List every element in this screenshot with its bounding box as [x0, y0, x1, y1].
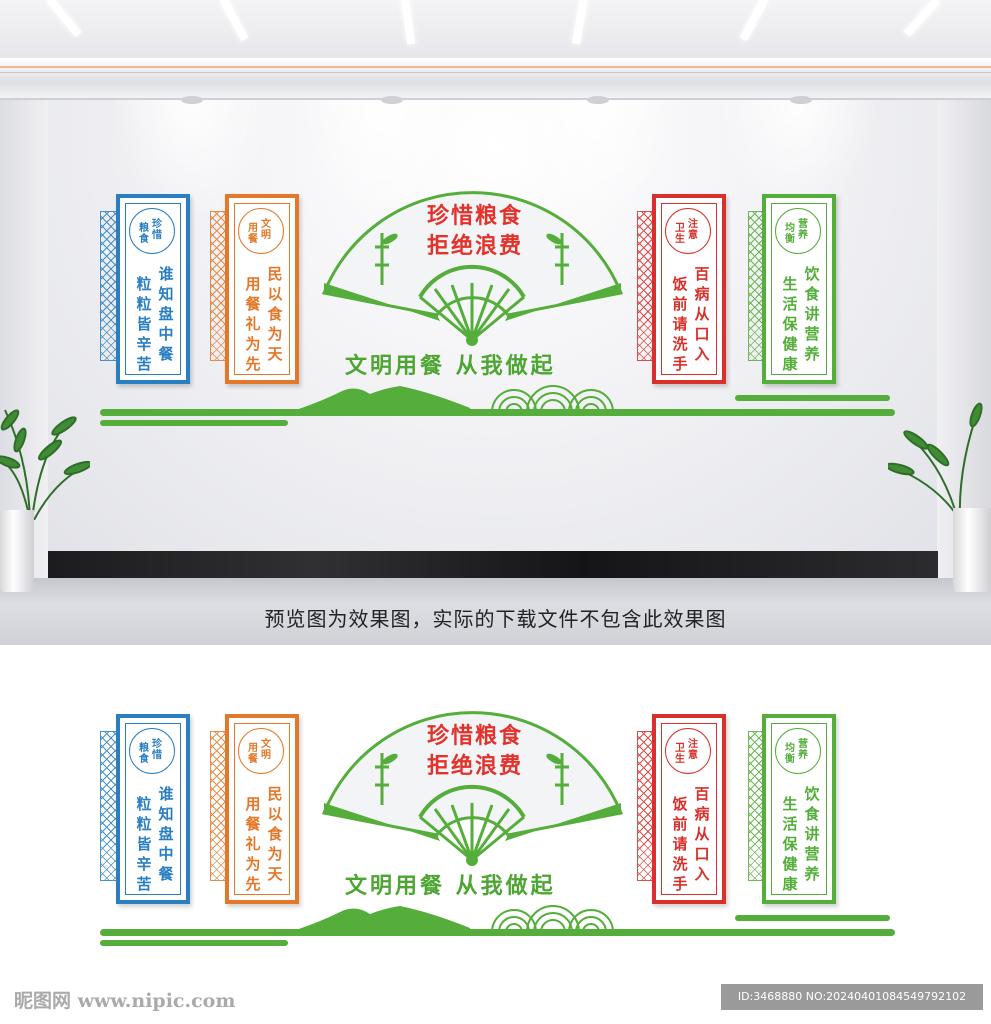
- floor: [0, 578, 991, 645]
- panel-nutrition: 营养均衡饮食讲营养生活保健康: [762, 714, 836, 904]
- panel-verse-right: 饮食讲营养: [804, 265, 820, 363]
- fan-title-line2: 拒绝浪费: [426, 754, 523, 779]
- seal-badge: 注意卫生: [665, 208, 711, 254]
- panel-hygiene: 注意卫生百病从口入饭前请洗手: [652, 194, 726, 384]
- ground-line-short: [100, 420, 288, 426]
- seal-text-a: 珍惜: [152, 739, 162, 761]
- panel-nutrition: 营养均衡饮食讲营养生活保健康: [762, 194, 836, 384]
- panel-verse-right: 百病从口入: [694, 785, 710, 883]
- slogan: 文明用餐 从我做起: [345, 354, 556, 379]
- ground-line: [100, 409, 895, 416]
- site-logo: 昵图网 www.nipic.com: [14, 990, 236, 1012]
- panel-inner-frame: [661, 203, 717, 375]
- hills-icon: [290, 386, 470, 412]
- waves-icon: [491, 905, 614, 933]
- fan-icon: [321, 191, 624, 346]
- panel-verse-left: 生活保健康: [782, 795, 798, 893]
- panel-verse-right: 谁知盘中餐: [158, 265, 174, 363]
- panel-cherish-food: 珍惜粮食谁知盘中餐粒粒皆辛苦: [116, 714, 190, 904]
- panel-verse-left: 用餐礼为先: [245, 275, 261, 373]
- spotlight-beam: [518, 100, 678, 220]
- seal-text-b: 粮食: [139, 223, 149, 245]
- panel-inner-frame: [234, 723, 290, 895]
- seal-text-b: 均衡: [785, 743, 795, 765]
- seal-text-b: 粮食: [139, 743, 149, 765]
- seal-text-b: 用餐: [248, 743, 258, 765]
- panel-verse-left: 饭前请洗手: [672, 795, 688, 893]
- panel-verse-right: 谁知盘中餐: [158, 785, 174, 883]
- seal-badge: 营养均衡: [775, 728, 821, 774]
- hills-icon: [290, 906, 470, 932]
- panel-cherish-food: 珍惜粮食谁知盘中餐粒粒皆辛苦: [116, 194, 190, 384]
- panel-hygiene: 注意卫生百病从口入饭前请洗手: [652, 714, 726, 904]
- seal-badge: 文明用餐: [238, 208, 284, 254]
- panel-verse-left: 粒粒皆辛苦: [136, 795, 152, 893]
- fan-title-line2: 拒绝浪费: [426, 234, 523, 259]
- panel-verse-right: 民以食为天: [267, 265, 283, 363]
- plant-pot: [0, 510, 34, 592]
- panel-verse-left: 用餐礼为先: [245, 795, 261, 893]
- panel-civilized-dining: 文明用餐民以食为天用餐礼为先: [225, 194, 299, 384]
- seal-text-a: 营养: [798, 219, 808, 241]
- seal-badge: 注意卫生: [665, 728, 711, 774]
- seal-text-a: 文明: [261, 739, 271, 761]
- seal-text-a: 营养: [798, 739, 808, 761]
- panel-verse-right: 饮食讲营养: [804, 785, 820, 883]
- spotlight: [587, 96, 609, 104]
- slogan: 文明用餐 从我做起: [345, 874, 556, 899]
- wall-display-flat: 珍惜粮食谁知盘中餐粒粒皆辛苦 文明用餐民以食为天用餐礼为先 注意卫生百病从口入饭…: [0, 705, 991, 975]
- panel-inner-frame: [125, 723, 181, 895]
- panel-inner-frame: [234, 203, 290, 375]
- spotlight: [181, 96, 203, 104]
- fan-title-line1: 珍惜粮食: [426, 724, 523, 749]
- panel-verse-right: 民以食为天: [267, 785, 283, 883]
- spotlight: [790, 96, 812, 104]
- seal-badge: 珍惜粮食: [129, 728, 175, 774]
- panel-civilized-dining: 文明用餐民以食为天用餐礼为先: [225, 714, 299, 904]
- seal-text-b: 用餐: [248, 223, 258, 245]
- seal-text-b: 卫生: [675, 743, 685, 765]
- seal-badge: 珍惜粮食: [129, 208, 175, 254]
- seal-text-a: 文明: [261, 219, 271, 241]
- panel-inner-frame: [125, 203, 181, 375]
- seal-text-a: 注意: [688, 219, 698, 241]
- panel-verse-left: 生活保健康: [782, 275, 798, 373]
- seal-text-a: 注意: [688, 739, 698, 761]
- preview-notice: 预览图为效果图，实际的下载文件不包含此效果图: [264, 607, 727, 631]
- plant-left-icon: [0, 409, 90, 520]
- seal-badge: 营养均衡: [775, 208, 821, 254]
- seal-text-a: 珍惜: [152, 219, 162, 241]
- fan-title-line1: 珍惜粮食: [426, 204, 523, 229]
- ground-line: [100, 929, 895, 936]
- ceiling: [0, 0, 991, 62]
- seal-text-b: 卫生: [675, 223, 685, 245]
- ground-line-short: [100, 940, 288, 946]
- marble-baseboard: [48, 551, 938, 579]
- wall-display-mockup: 珍惜粮食谁知盘中餐粒粒皆辛苦 文明用餐民以食为天用餐礼为先 注意卫生百病从口入饭…: [0, 185, 991, 455]
- panel-verse-left: 饭前请洗手: [672, 275, 688, 373]
- seal-badge: 文明用餐: [238, 728, 284, 774]
- panel-verse-left: 粒粒皆辛苦: [136, 275, 152, 373]
- spotlight: [381, 96, 403, 104]
- seal-text-b: 均衡: [785, 223, 795, 245]
- plant-pot: [953, 508, 991, 592]
- ground-line-short: [735, 395, 890, 401]
- cornice: [0, 58, 991, 100]
- panel-inner-frame: [771, 723, 827, 895]
- panel-inner-frame: [661, 723, 717, 895]
- ground-line-short: [735, 915, 890, 921]
- panel-inner-frame: [771, 203, 827, 375]
- panel-verse-right: 百病从口入: [694, 265, 710, 363]
- image-id-badge: ID:3468880 NO:20240401084549792102: [721, 984, 983, 1010]
- fan-icon: [321, 711, 624, 866]
